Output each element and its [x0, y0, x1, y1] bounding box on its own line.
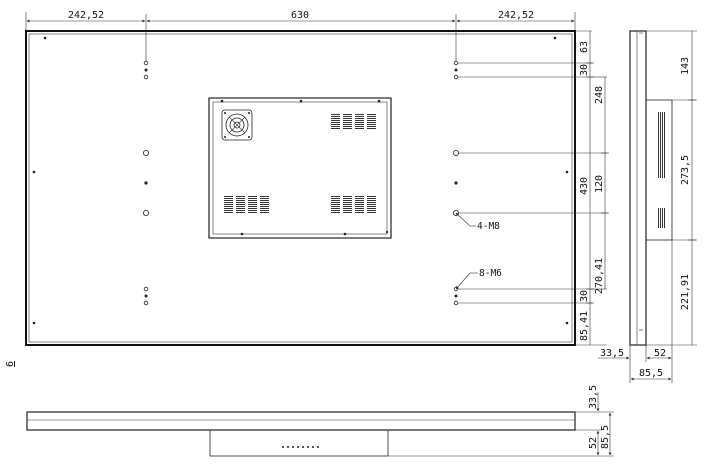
dim-right-120: 120: [594, 175, 605, 193]
hole-extension-lines: [458, 30, 607, 346]
dim-right-30-top: 30: [579, 64, 590, 76]
side-dim-273-5: 273,5: [680, 155, 691, 185]
side-panel: [629, 30, 647, 346]
left-hole-column: [142, 22, 149, 306]
bottom-dim-85-5: 85,5: [600, 425, 611, 449]
side-dim-52: 52: [654, 348, 666, 359]
bottom-vent-dots: [282, 446, 319, 448]
dim-top-right: 242,52: [498, 10, 534, 21]
vent-grilles: [224, 113, 376, 213]
dim-right-270-41: 270,41: [594, 258, 605, 294]
rear-control-box: [208, 97, 392, 239]
side-box: [645, 99, 673, 241]
side-dim-33-5: 33,5: [600, 348, 624, 359]
dim-right-63: 63: [579, 41, 590, 53]
front-panel-inner-border: [28, 33, 573, 343]
fan-icon: [221, 109, 253, 141]
callout-4-m8: 4-M8: [477, 221, 500, 232]
dim-top-center: 630: [291, 10, 309, 21]
edge-mark: 6: [5, 361, 16, 367]
callout-8-m6: 8-M6: [479, 268, 502, 279]
dim-right-430: 430: [579, 177, 590, 195]
side-vent-lower: [657, 208, 665, 228]
front-view: 242,52 630 242,52 63 30 248 120 430 270,…: [5, 10, 609, 367]
side-vent-upper: [657, 112, 665, 178]
dim-top-left: 242,52: [68, 10, 104, 21]
front-panel-outline: [25, 30, 576, 346]
bottom-dim-52: 52: [588, 437, 599, 449]
dim-right-248: 248: [594, 86, 605, 104]
right-hole-column: [452, 22, 459, 306]
dim-right-85-41: 85,41: [579, 311, 590, 341]
side-dim-143: 143: [680, 57, 691, 75]
dim-right-30-bottom: 30: [579, 290, 590, 302]
right-dimension-chain: 63 30 248 120 430 270,41 30 85,41: [579, 31, 609, 345]
bottom-view: 33,5 52 85,5: [26, 385, 614, 457]
edge-screws: [32, 36, 569, 325]
side-view: 143 273,5 221,91 33,5 52 85,5: [598, 30, 697, 383]
thread-callouts: 4-M8 8-M6: [455, 212, 502, 290]
bottom-box: [209, 429, 389, 457]
bottom-dim-33-5: 33,5: [588, 385, 599, 409]
bottom-panel: [26, 411, 576, 431]
side-dim-221-91: 221,91: [680, 274, 691, 310]
top-dimension-chain: 242,52 630 242,52: [25, 10, 576, 30]
side-dim-85-5: 85,5: [639, 368, 663, 379]
